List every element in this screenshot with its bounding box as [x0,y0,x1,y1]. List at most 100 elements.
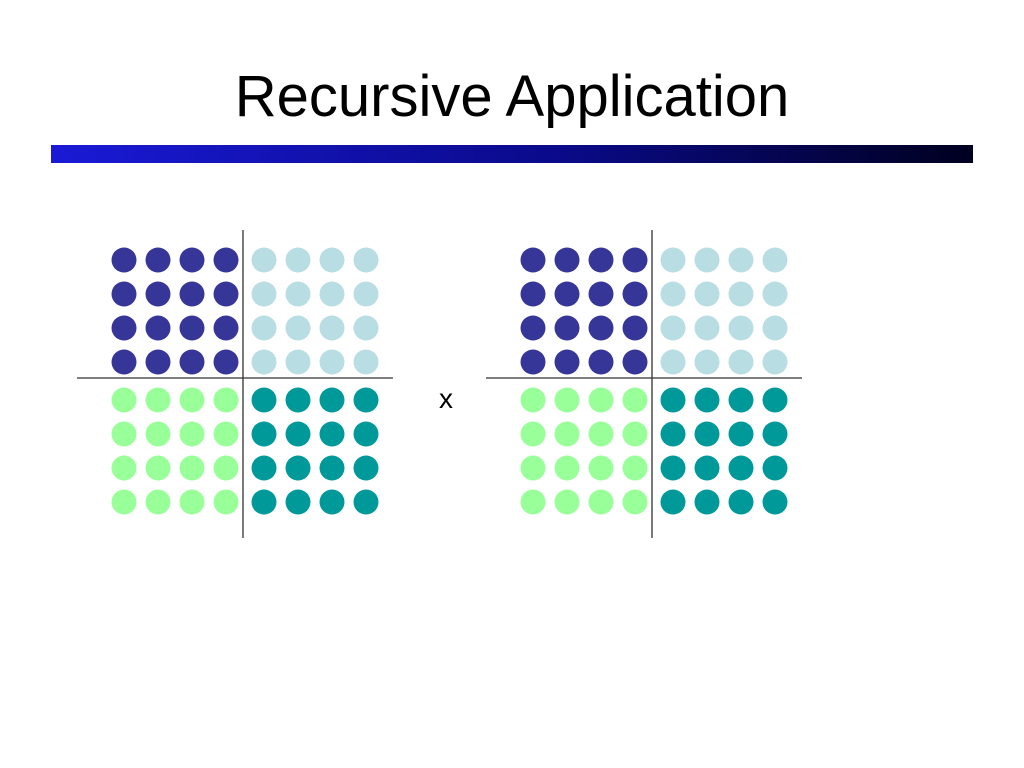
left-matrix-bottom-left-element [145,387,171,413]
right-matrix-bottom-right-element [728,489,754,515]
right-matrix-top-left-element [554,349,580,375]
left-matrix-top-left-element [111,247,137,273]
left-matrix-bottom-left-element [111,387,137,413]
left-matrix-bottom-left-element [179,421,205,447]
right-matrix-top-left-element [622,315,648,341]
right-matrix-top-right-element [694,315,720,341]
right-matrix-top-left-element [520,349,546,375]
left-matrix-bottom-right-element [251,455,277,481]
right-matrix-bottom-right-element [762,455,788,481]
right-matrix-top-left-element [588,281,614,307]
title-underline-bar [51,145,973,163]
right-matrix-top-right-element [762,247,788,273]
left-matrix-bottom-right-element [251,387,277,413]
right-matrix-bottom-left-element [588,489,614,515]
right-matrix-bottom-left-element [554,387,580,413]
right-matrix-bottom-right-element [694,455,720,481]
left-matrix-top-right-element [251,349,277,375]
left-matrix-top-left-element [145,247,171,273]
right-matrix-top-left-element [554,281,580,307]
left-matrix-top-right-element [251,247,277,273]
left-matrix-bottom-left-element [213,421,239,447]
right-matrix-top-right-element [660,315,686,341]
left-matrix-top-right-element [319,247,345,273]
right-matrix-bottom-left-element [622,455,648,481]
left-matrix-bottom-left-element [179,489,205,515]
right-matrix-bottom-left-element [554,421,580,447]
left-matrix-top-right-element [319,349,345,375]
left-matrix-top-right-element [319,315,345,341]
left-matrix-bottom-right-element [285,421,311,447]
left-matrix-top-right-element [353,349,379,375]
left-matrix-bottom-left-element [111,455,137,481]
left-matrix-top-left-element [213,247,239,273]
left-matrix-top-left-element [179,281,205,307]
left-matrix-bottom-right-element [285,387,311,413]
left-matrix-top-left-element [145,315,171,341]
left-matrix-bottom-left-element [213,489,239,515]
left-matrix-top-right-element [353,281,379,307]
right-matrix-bottom-right-element [694,489,720,515]
right-matrix-top-left-element [520,281,546,307]
right-matrix-top-right-element [728,281,754,307]
right-matrix-top-right-element [762,349,788,375]
left-matrix-top-left-element [213,315,239,341]
right-matrix-top-left-element [622,247,648,273]
left-matrix-top-left-element [145,281,171,307]
right-matrix-top-left-element [554,315,580,341]
left-matrix-top-left-element [213,281,239,307]
right-matrix-top-left-element [588,315,614,341]
right-matrix-bottom-right-element [728,387,754,413]
right-matrix-graphic [486,230,802,538]
right-matrix-bottom-right-element [762,489,788,515]
right-matrix-top-right-element [728,349,754,375]
left-matrix-top-left-element [179,349,205,375]
right-matrix-bottom-left-element [588,455,614,481]
right-matrix-bottom-left-element [520,489,546,515]
left-matrix-bottom-left-element [179,387,205,413]
right-matrix-top-right-element [762,281,788,307]
left-matrix-top-left-element [111,349,137,375]
right-matrix-bottom-left-element [520,421,546,447]
left-matrix [77,230,397,540]
left-matrix-top-right-element [353,315,379,341]
right-matrix [486,230,806,540]
right-matrix-bottom-right-element [660,489,686,515]
left-matrix-top-right-element [285,281,311,307]
left-matrix-bottom-left-element [111,489,137,515]
right-matrix-bottom-left-element [554,455,580,481]
left-matrix-top-right-element [251,281,277,307]
right-matrix-bottom-left-element [622,421,648,447]
left-matrix-bottom-left-element [145,455,171,481]
left-matrix-bottom-left-element [111,421,137,447]
right-matrix-top-right-element [694,247,720,273]
right-matrix-top-left-element [622,349,648,375]
right-matrix-top-left-element [588,349,614,375]
right-matrix-top-right-element [660,247,686,273]
left-matrix-top-right-element [285,349,311,375]
right-matrix-top-left-element [588,247,614,273]
left-matrix-top-left-element [145,349,171,375]
left-matrix-bottom-right-element [319,455,345,481]
left-matrix-bottom-left-element [145,489,171,515]
right-matrix-bottom-left-element [588,387,614,413]
right-matrix-bottom-left-element [622,489,648,515]
slide-title: Recursive Application [234,64,790,129]
right-matrix-top-right-element [694,281,720,307]
right-matrix-top-right-element [728,247,754,273]
left-matrix-top-right-element [285,315,311,341]
left-matrix-bottom-right-element [353,455,379,481]
left-matrix-bottom-left-element [145,421,171,447]
left-matrix-top-left-element [111,281,137,307]
left-matrix-bottom-right-element [319,489,345,515]
right-matrix-bottom-right-element [660,387,686,413]
right-matrix-top-right-element [660,281,686,307]
right-matrix-bottom-left-element [588,421,614,447]
left-matrix-bottom-right-element [353,489,379,515]
right-matrix-bottom-right-element [660,455,686,481]
right-matrix-bottom-left-element [520,455,546,481]
right-matrix-bottom-right-element [728,421,754,447]
left-matrix-top-left-element [111,315,137,341]
right-matrix-bottom-right-element [694,421,720,447]
right-matrix-top-right-element [660,349,686,375]
